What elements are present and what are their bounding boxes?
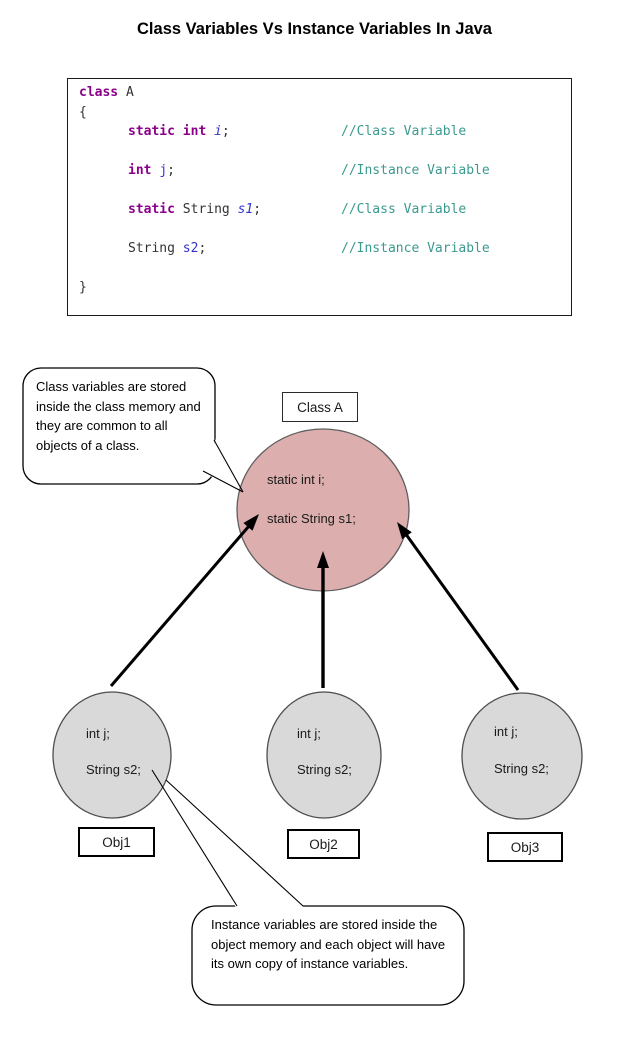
semicolon-token: ; (253, 202, 262, 217)
obj3-label-box: Obj3 (487, 832, 563, 862)
instance-note-tail-line (165, 779, 304, 907)
java-code-box: class A { static int i;//Class Variable … (67, 78, 572, 316)
obj1-to-class-arrow (109, 525, 251, 687)
obj1-arrowhead-icon (243, 514, 259, 531)
object1-circle (52, 691, 172, 819)
semicolon-token: ; (198, 241, 207, 256)
java-code: class A { static int i;//Class Variable … (68, 79, 571, 298)
keyword-token: int (128, 163, 160, 178)
class-note-tail-line (202, 470, 244, 493)
class-note-tail-line (213, 439, 244, 493)
obj2-label: Obj2 (309, 836, 338, 852)
class-note-text: Class variables are stored inside the cl… (36, 379, 201, 453)
obj1-line1: int j; (86, 726, 110, 741)
comment-token: //Class Variable (341, 124, 467, 139)
obj3-line1: int j; (494, 724, 518, 739)
class-circle-line1: static int i; (267, 472, 325, 487)
class-circle-line2: static String s1; (267, 511, 356, 526)
keyword-token: class (79, 85, 119, 100)
variable-token: j (159, 163, 168, 178)
brace-token: { (79, 104, 87, 120)
obj2-line1: int j; (297, 726, 321, 741)
variable-token: i (214, 124, 222, 139)
comment-token: //Instance Variable (341, 241, 490, 256)
class-a-label-box: Class A (282, 392, 358, 422)
obj2-label-box: Obj2 (287, 829, 360, 859)
class-note-tail-fill (204, 438, 243, 492)
instance-note-tail-fill (150, 768, 304, 908)
instance-note-text: Instance variables are stored inside the… (211, 917, 446, 971)
type-token: String (182, 202, 238, 217)
comment-token: //Class Variable (341, 202, 467, 217)
obj2-line2: String s2; (297, 762, 352, 777)
object2-circle (266, 691, 382, 819)
obj3-line2: String s2; (494, 761, 549, 776)
type-token: String (128, 241, 183, 256)
obj2-arrowhead-icon (317, 551, 329, 568)
obj1-label: Obj1 (102, 834, 131, 850)
code-line-static-int: static int i; //Class Variable (79, 122, 571, 142)
brace-token: } (79, 280, 87, 295)
semicolon-token: ; (167, 163, 175, 178)
obj1-label-box: Obj1 (78, 827, 155, 857)
variable-token: s2 (182, 241, 199, 256)
obj1-line2: String s2; (86, 762, 141, 777)
code-line-class-decl: class A (79, 83, 571, 103)
class-a-label: Class A (297, 399, 343, 415)
code-line-string-s2: String s2; //Instance Variable (79, 239, 571, 259)
obj3-arrowhead-icon (397, 522, 412, 540)
code-line-int-j: int j; //Instance Variable (79, 161, 571, 181)
obj3-to-class-arrow (405, 534, 520, 691)
keyword-token: static int (128, 124, 215, 139)
keyword-token: static (128, 202, 183, 217)
code-line-static-string: static String s1; //Class Variable (79, 200, 571, 220)
obj3-label: Obj3 (510, 839, 540, 855)
instance-note-tail-line (151, 769, 238, 907)
class-name-token: A (118, 85, 134, 100)
instance-note-bubble (191, 905, 465, 1006)
class-note-bubble (22, 367, 216, 485)
object3-circle (461, 692, 583, 820)
comment-token: //Instance Variable (341, 163, 490, 178)
variable-token: s1 (237, 202, 254, 217)
code-line-close-brace: } (79, 278, 571, 298)
code-line-open-brace: { (79, 103, 571, 123)
semicolon-token: ; (221, 124, 230, 139)
page-title: Class Variables Vs Instance Variables In… (137, 20, 492, 38)
